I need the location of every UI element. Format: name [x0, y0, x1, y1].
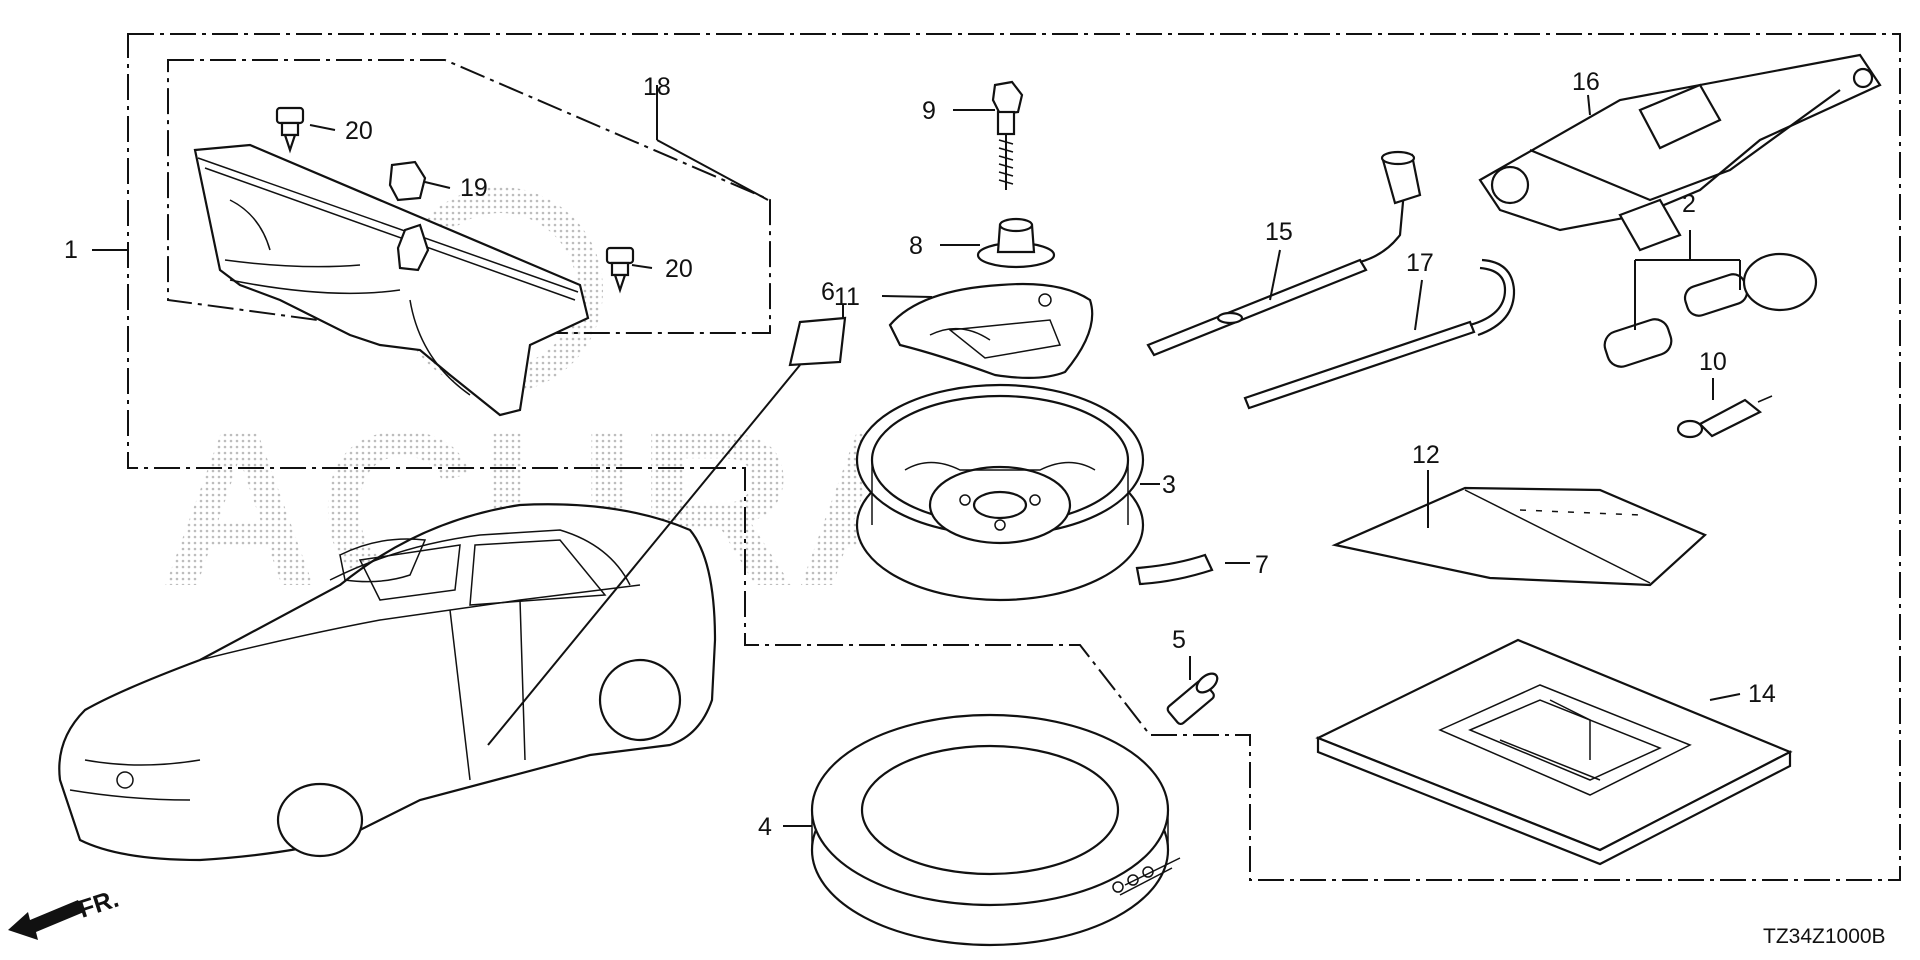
clip-20-lower-part — [605, 246, 635, 294]
callout-11: 11 — [834, 283, 860, 311]
callout-19: 19 — [460, 174, 488, 202]
callout-15: 15 — [1265, 218, 1293, 246]
trunk-mat-12-part — [1331, 486, 1708, 587]
spacer-bracket-11-part — [888, 282, 1094, 379]
spare-tire-4-part — [810, 713, 1181, 947]
group-outline — [127, 33, 1901, 881]
callout-8: 8 — [909, 232, 923, 260]
callout-1: 1 — [64, 236, 78, 264]
callout-18: 18 — [643, 73, 671, 101]
leader-lines — [92, 85, 1741, 827]
clip-20-upper-part — [275, 106, 305, 154]
callout-2: 2 — [1682, 190, 1696, 218]
front-direction-arrow-icon — [8, 900, 84, 940]
callout-14: 14 — [1748, 680, 1776, 708]
callout-17: 17 — [1406, 249, 1434, 277]
front-direction-label: FR. — [75, 885, 122, 924]
balance-weight-7-part — [1135, 553, 1214, 586]
vehicle-illustration — [58, 503, 717, 862]
callout-20-upper: 20 — [345, 117, 373, 145]
wing-bolt-9-part — [991, 80, 1024, 190]
tools-2-part — [1603, 252, 1818, 368]
jack-16-part — [1478, 53, 1882, 252]
diagram-code: TZ34Z1000B — [1763, 925, 1886, 948]
clip-19-part — [388, 160, 430, 272]
wheel-nut-wrench-15-part — [1146, 150, 1422, 357]
spare-wheel-3-part — [855, 383, 1145, 602]
callout-6: 6 — [821, 278, 835, 306]
callout-16: 16 — [1572, 68, 1600, 96]
callout-4: 4 — [758, 813, 772, 841]
callout-20-lower: 20 — [665, 255, 693, 283]
callout-12: 12 — [1412, 441, 1440, 469]
label-6-part — [788, 316, 847, 367]
nut-8-part — [976, 217, 1056, 269]
jack-handle-17-part — [1243, 258, 1516, 410]
subgroup-outline-18 — [167, 59, 771, 334]
callout-9: 9 — [922, 97, 936, 125]
callout-7: 7 — [1255, 551, 1269, 579]
valve-stem-5-part — [1166, 672, 1219, 726]
callout-10: 10 — [1699, 348, 1727, 376]
callout-5: 5 — [1172, 626, 1186, 654]
trunk-sill-trim-part — [193, 143, 590, 417]
towing-hook-10-part — [1676, 395, 1773, 439]
callout-3: 3 — [1162, 471, 1176, 499]
tool-tray-14-part — [1315, 638, 1793, 866]
